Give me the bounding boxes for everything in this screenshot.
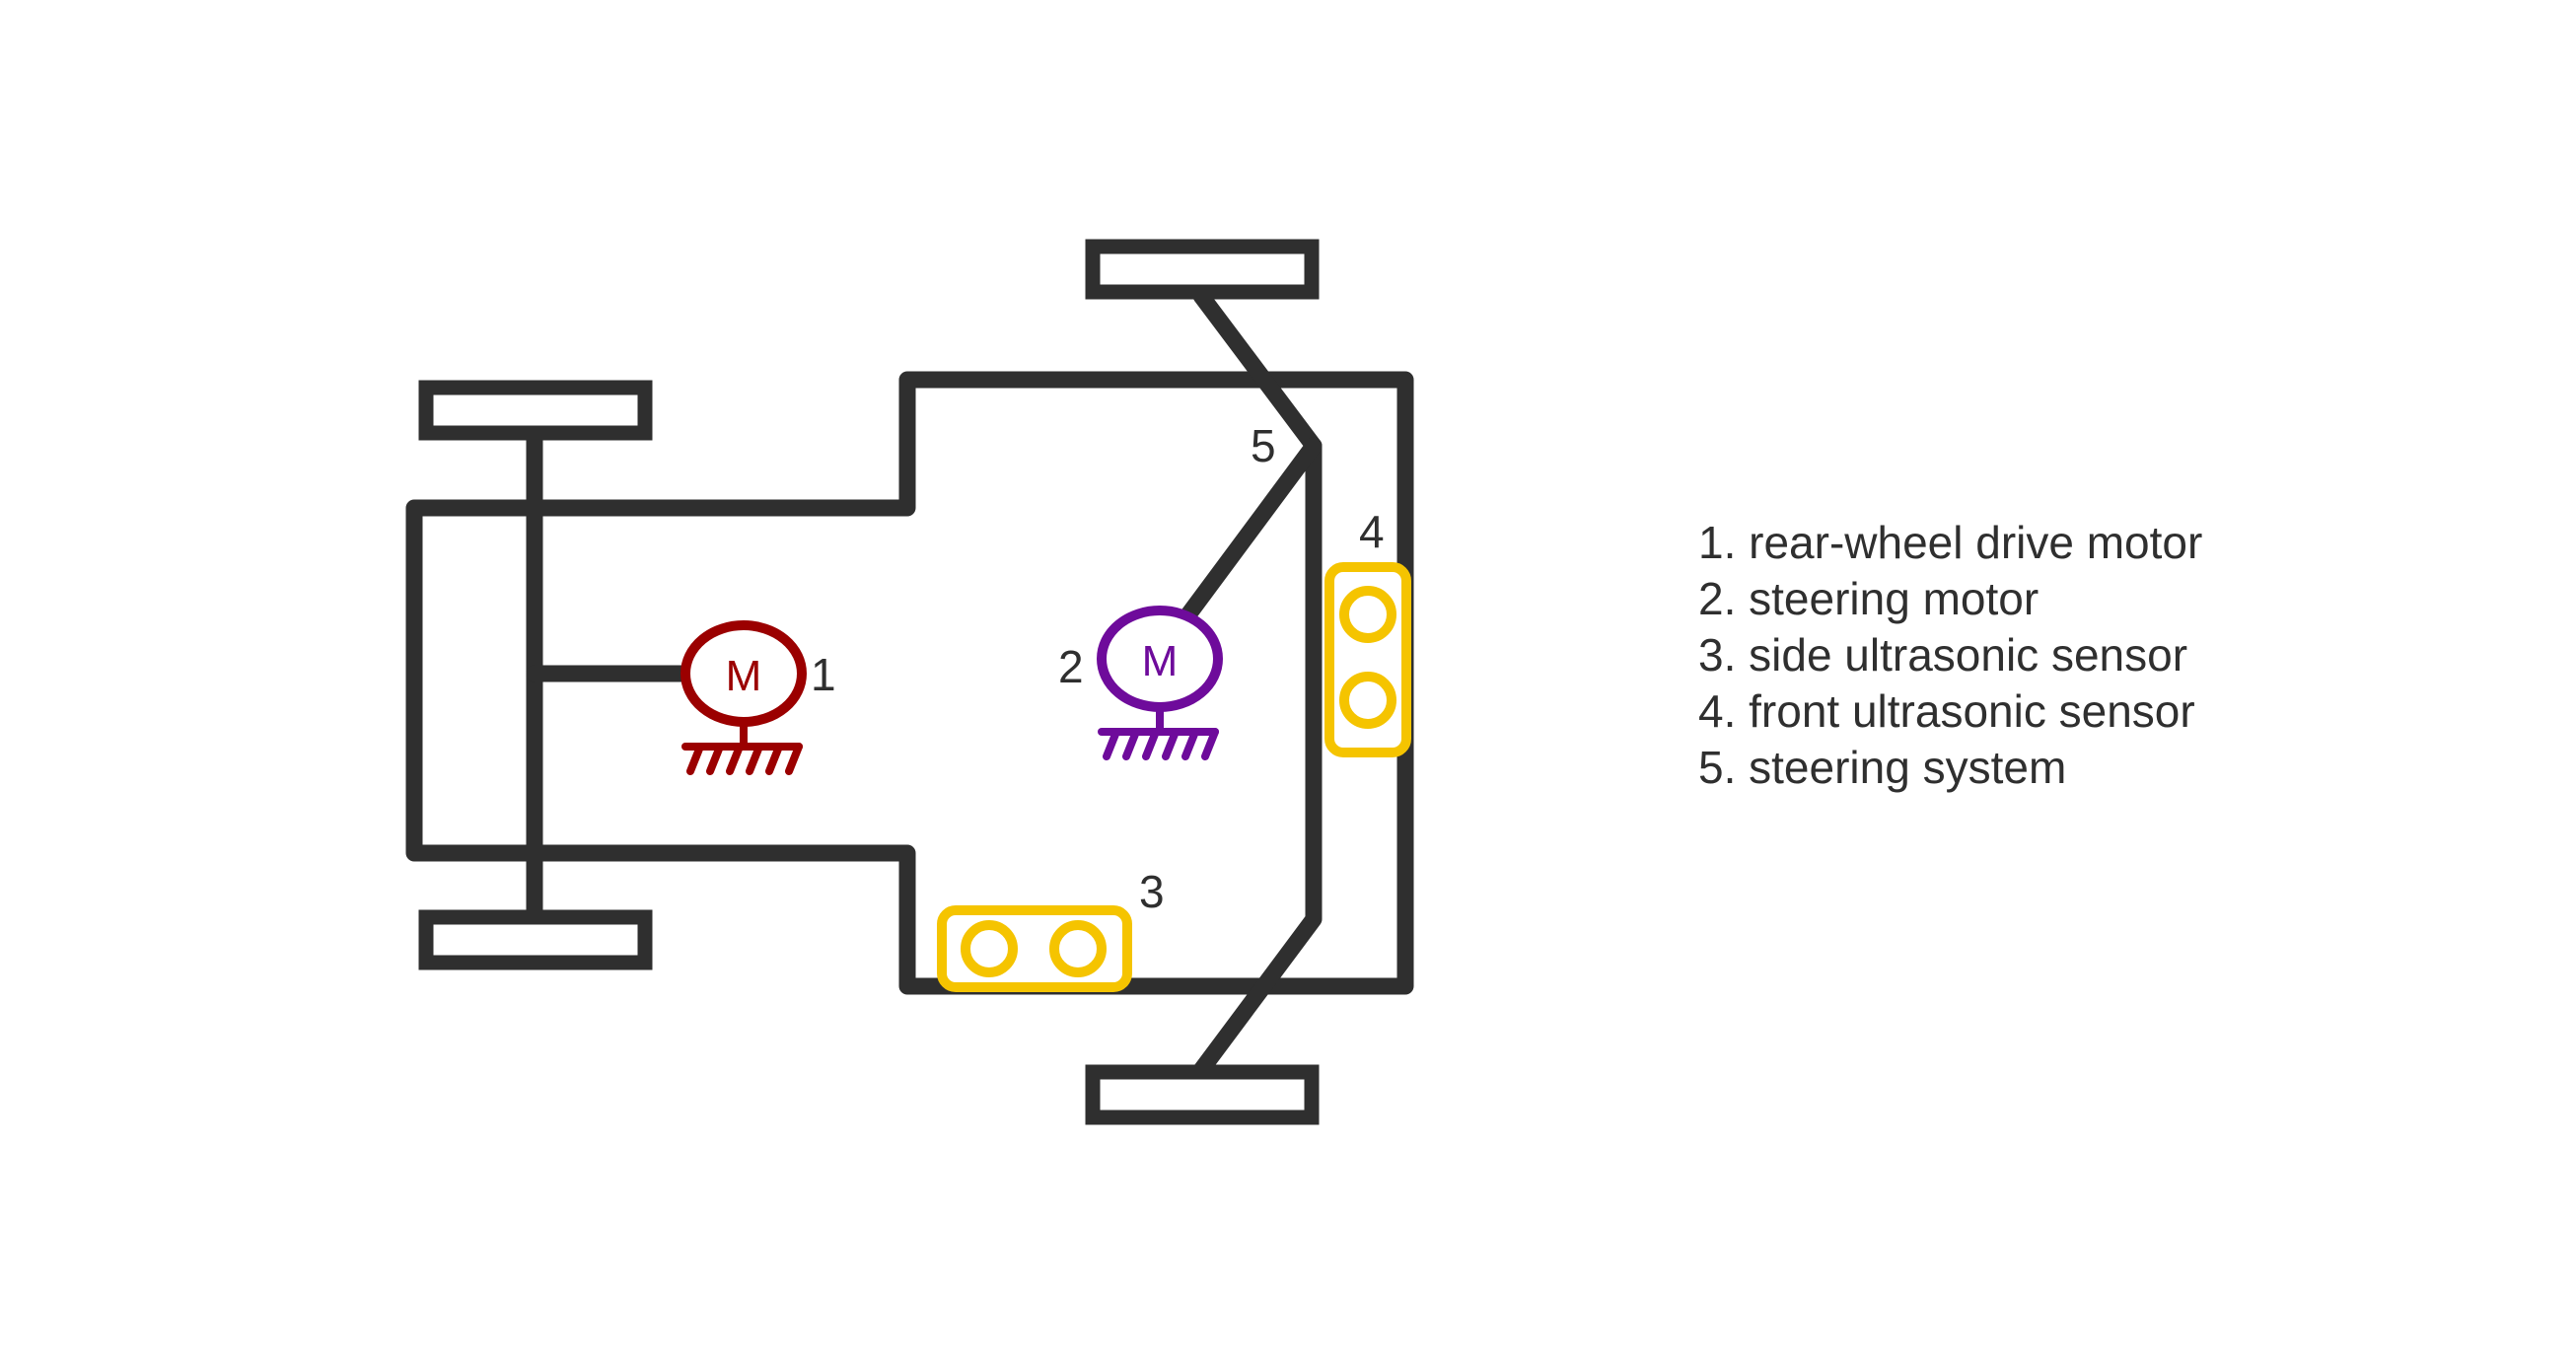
legend: 1. rear-wheel drive motor 2. steering mo… bbox=[1698, 515, 2202, 796]
callout-4: 4 bbox=[1359, 506, 1385, 557]
steering-motor-body bbox=[1097, 606, 1223, 712]
front-right-wheel bbox=[1085, 1064, 1320, 1125]
callout-2: 2 bbox=[1058, 641, 1084, 692]
legend-item-steering-system: 5. steering system bbox=[1698, 742, 2067, 793]
side-sensor-transducer-left bbox=[961, 920, 1018, 977]
side-ultrasonic-sensor bbox=[937, 905, 1132, 992]
drive-motor: M bbox=[680, 620, 807, 775]
front-sensor-transducer-top bbox=[1339, 586, 1396, 643]
legend-item-side-sensor: 3. side ultrasonic sensor bbox=[1698, 629, 2188, 680]
legend-item-steering-motor: 2. steering motor bbox=[1698, 573, 2039, 624]
rear-left-wheel bbox=[418, 380, 653, 441]
callout-1: 1 bbox=[811, 649, 836, 700]
legend-item-front-sensor: 4. front ultrasonic sensor bbox=[1698, 685, 2195, 737]
callout-5: 5 bbox=[1251, 420, 1276, 471]
front-ultrasonic-sensor bbox=[1324, 562, 1411, 757]
chassis-outline bbox=[405, 371, 1414, 995]
drive-motor-symbol: M bbox=[726, 652, 762, 700]
rear-right-wheel bbox=[418, 909, 653, 970]
steering-motor-symbol: M bbox=[1142, 637, 1179, 685]
drive-motor-body bbox=[680, 620, 807, 727]
steering-motor-ground bbox=[1098, 728, 1219, 760]
front-left-wheel bbox=[1085, 239, 1320, 300]
steering-motor: M bbox=[1097, 606, 1223, 760]
steering-linkage bbox=[1192, 287, 1323, 1079]
callout-3: 3 bbox=[1139, 866, 1165, 917]
front-sensor-transducer-bottom bbox=[1339, 672, 1396, 729]
steering-arm bbox=[1175, 437, 1323, 630]
side-sensor-transducer-right bbox=[1049, 920, 1107, 977]
drive-motor-ground bbox=[681, 743, 803, 775]
legend-item-drive-motor: 1. rear-wheel drive motor bbox=[1698, 517, 2203, 568]
